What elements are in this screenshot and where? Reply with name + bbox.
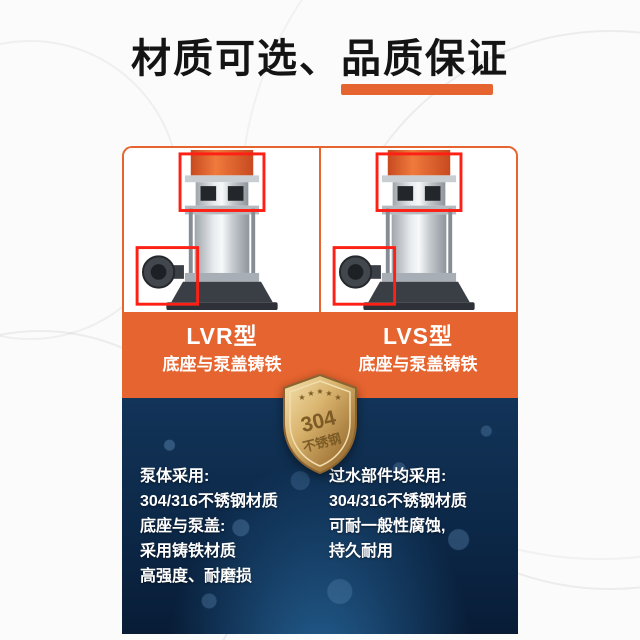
- shield-shape: [283, 373, 357, 475]
- shield-badge: ★ ★ ★ ★ ★ 304 不锈钢: [283, 373, 357, 475]
- spec-columns: 泵体采用: 304/316不锈钢材质 底座与泵盖: 采用铸铁材质 高强度、耐磨损…: [122, 464, 518, 589]
- spec-line: 高强度、耐磨损: [140, 568, 253, 585]
- spec-line: 可耐一般性腐蚀,: [329, 518, 446, 535]
- highlight-box-bottom: [135, 246, 199, 306]
- spec-line: 持久耐用: [329, 543, 394, 560]
- highlight-box-top: [375, 152, 462, 212]
- spec-line: 过水部件均采用:: [329, 468, 447, 485]
- model-name: LVR型: [186, 323, 258, 349]
- spec-column-right: 过水部件均采用: 304/316不锈钢材质 可耐一般性腐蚀, 持久耐用: [321, 464, 504, 589]
- star-icon: ★: [298, 393, 305, 402]
- card-divider: [319, 148, 321, 312]
- model-desc: 底座与泵盖铸铁: [162, 355, 282, 374]
- star-icon: ★: [316, 387, 323, 396]
- star-icon: ★: [325, 389, 332, 398]
- model-name: LVS型: [382, 323, 454, 349]
- pump-photo-lvr: [135, 150, 278, 311]
- spec-line: 泵体采用:: [140, 468, 210, 485]
- highlight-box-bottom: [332, 246, 396, 306]
- product-photos: [124, 148, 516, 312]
- star-icon: ★: [307, 389, 314, 398]
- star-icon: ★: [334, 393, 341, 402]
- model-desc: 底座与泵盖铸铁: [358, 355, 478, 374]
- page-title: 材质可选、品质保证: [131, 37, 509, 81]
- banner-cell-lvs: LVS型 底座与泵盖铸铁: [320, 312, 516, 396]
- product-card: LVR型 底座与泵盖铸铁 LVS型 底座与泵盖铸铁: [122, 146, 518, 398]
- spec-column-left: 泵体采用: 304/316不锈钢材质 底座与泵盖: 采用铸铁材质 高强度、耐磨损: [136, 464, 315, 589]
- pump-photo-lvs: [332, 150, 475, 311]
- title-underline: [341, 84, 493, 95]
- material-info-section: ★ ★ ★ ★ ★ 304 不锈钢 泵体采用: 304/316不锈钢材质 底座与…: [122, 373, 518, 634]
- spec-line: 底座与泵盖:: [140, 518, 226, 535]
- promo-content: LVR型 底座与泵盖铸铁 LVS型 底座与泵盖铸铁 ★ ★ ★ ★ ★ 304 …: [122, 146, 518, 634]
- product-photo-lvr: [124, 148, 319, 312]
- spec-line: 304/316不锈钢材质: [329, 493, 467, 510]
- highlight-box-top: [178, 152, 265, 212]
- banner-cell-lvr: LVR型 底座与泵盖铸铁: [124, 312, 320, 396]
- spec-line: 采用铸铁材质: [140, 543, 237, 560]
- product-photo-lvs: [321, 148, 516, 312]
- spec-line: 304/316不锈钢材质: [140, 493, 278, 510]
